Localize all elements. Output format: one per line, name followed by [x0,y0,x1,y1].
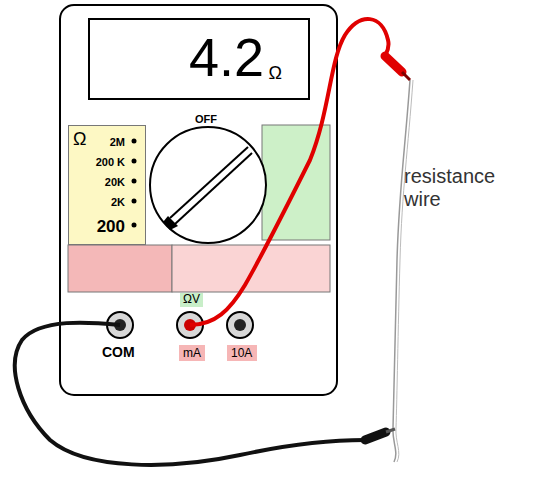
10a-terminal [227,312,253,338]
range-label: 200 K [96,157,125,168]
range-dot [132,199,137,204]
resistance-wire [393,80,413,462]
range-dot [132,179,137,184]
ma-jack-label: mA [179,345,205,361]
meter-body [60,5,337,395]
range-label: 2K [111,197,125,208]
ohm-symbol: Ω [73,130,86,148]
current-panel [172,245,330,292]
range-label: 20K [105,177,125,188]
callout-label: resistance wire [404,165,514,211]
selector-dial [150,127,266,243]
current-panel [68,245,172,292]
com-label: COM [102,344,135,360]
off-label: OFF [195,113,217,126]
range-dot [132,159,137,164]
jack-label: 10A [231,347,252,359]
reading-value: 4.2 [189,30,264,84]
black-test-lead [15,323,395,465]
lcd-display: 4.2Ω [88,18,310,100]
jack-label: mA [183,347,201,359]
range-label: 200 [97,218,125,235]
10a-jack-label: 10A [227,345,257,361]
unit-symbol: Ω [269,64,282,82]
range-label: 2M [110,137,125,148]
ohm-volt-label: ΩV [180,293,203,307]
range-dot [132,139,137,144]
dial-pointer [163,147,252,230]
ohm-range-panel: Ω 2M 200 K 20K 2K 200 [68,125,146,245]
voltage-panel [262,125,330,240]
range-dot [132,223,137,228]
